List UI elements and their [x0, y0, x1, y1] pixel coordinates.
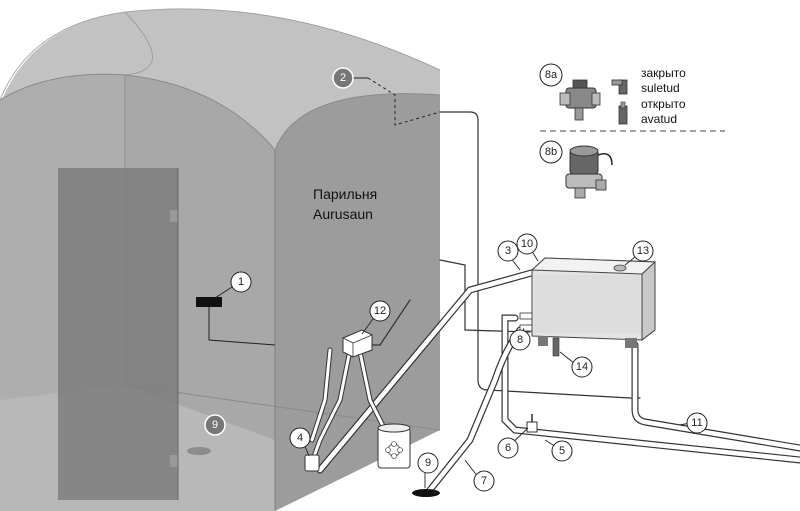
- callout-14-label: 14: [576, 361, 588, 373]
- callout-8b: 8b: [539, 140, 563, 164]
- callout-13: 13: [632, 240, 654, 262]
- callout-8a: 8a: [539, 63, 563, 87]
- control-box: [342, 329, 373, 358]
- steam-nozzle: [304, 454, 320, 472]
- callout-2-label: 2: [340, 72, 346, 84]
- callout-1: 1: [230, 271, 252, 293]
- outer-floor-drain: [412, 489, 440, 497]
- callout-2: 2: [332, 67, 354, 89]
- callout-3-label: 3: [505, 245, 511, 257]
- callout-14: 14: [571, 356, 593, 378]
- generator-drain-valve: [552, 337, 560, 357]
- room-side-wall: [275, 93, 440, 511]
- glass-door: [58, 168, 178, 500]
- callout-7: 7: [473, 470, 495, 492]
- callout-9-inner: 9: [204, 414, 226, 436]
- callout-11: 11: [686, 412, 708, 434]
- callout-8b-label: 8b: [545, 146, 557, 158]
- legend-open-et: avatud: [641, 112, 677, 126]
- legend-closed-et: suletud: [641, 81, 680, 95]
- callout-9-outer: 9: [417, 452, 439, 474]
- callout-8-label: 8: [517, 334, 523, 346]
- legend-closed-ru: закрыто: [641, 66, 686, 80]
- door-hinge-bottom: [170, 455, 178, 467]
- callout-7-label: 7: [481, 475, 487, 487]
- valve-legend: закрыто suletud открыто avatud: [540, 66, 725, 199]
- valve-open-icon: [618, 101, 628, 125]
- callout-11-label: 11: [691, 417, 702, 429]
- valve-closed-icon: [611, 79, 628, 95]
- shutoff-valve: [526, 414, 538, 433]
- callout-12-label: 12: [374, 305, 386, 317]
- inner-floor-drain: [187, 447, 211, 455]
- callout-8: 8: [509, 329, 531, 351]
- callout-12: 12: [369, 300, 391, 322]
- fragrance-container: [377, 423, 411, 469]
- temperature-sensor: [196, 297, 222, 307]
- ceiling-sensor-line: [367, 77, 441, 126]
- callout-5-label: 5: [559, 445, 565, 457]
- solenoid-valve-image: [565, 145, 613, 199]
- callout-6: 6: [497, 437, 519, 459]
- callout-10: 10: [516, 233, 538, 255]
- room-label-et: Aurusaun: [313, 206, 373, 222]
- room-label-ru: Парильня: [313, 186, 377, 202]
- door-hinge-top: [170, 210, 178, 222]
- callout-1-label: 1: [238, 276, 244, 288]
- steam-generator: [519, 257, 657, 357]
- callout-4: 4: [289, 427, 311, 449]
- steam-room: [0, 8, 441, 511]
- callout-10-label: 10: [521, 238, 533, 250]
- callout-3: 3: [497, 240, 519, 262]
- callout-9-outer-label: 9: [425, 457, 431, 469]
- room-roof: [0, 8, 440, 150]
- generator-button: [613, 264, 627, 272]
- callout-9-inner-label: 9: [212, 419, 218, 431]
- callout-5: 5: [551, 440, 573, 462]
- callout-6-label: 6: [505, 442, 511, 454]
- callout-4-label: 4: [297, 432, 303, 444]
- legend-open-ru: открыто: [641, 97, 686, 111]
- callout-13-label: 13: [637, 245, 649, 257]
- manual-valve-image: [559, 79, 601, 121]
- callout-8a-label: 8a: [545, 69, 558, 81]
- piping: [309, 111, 800, 494]
